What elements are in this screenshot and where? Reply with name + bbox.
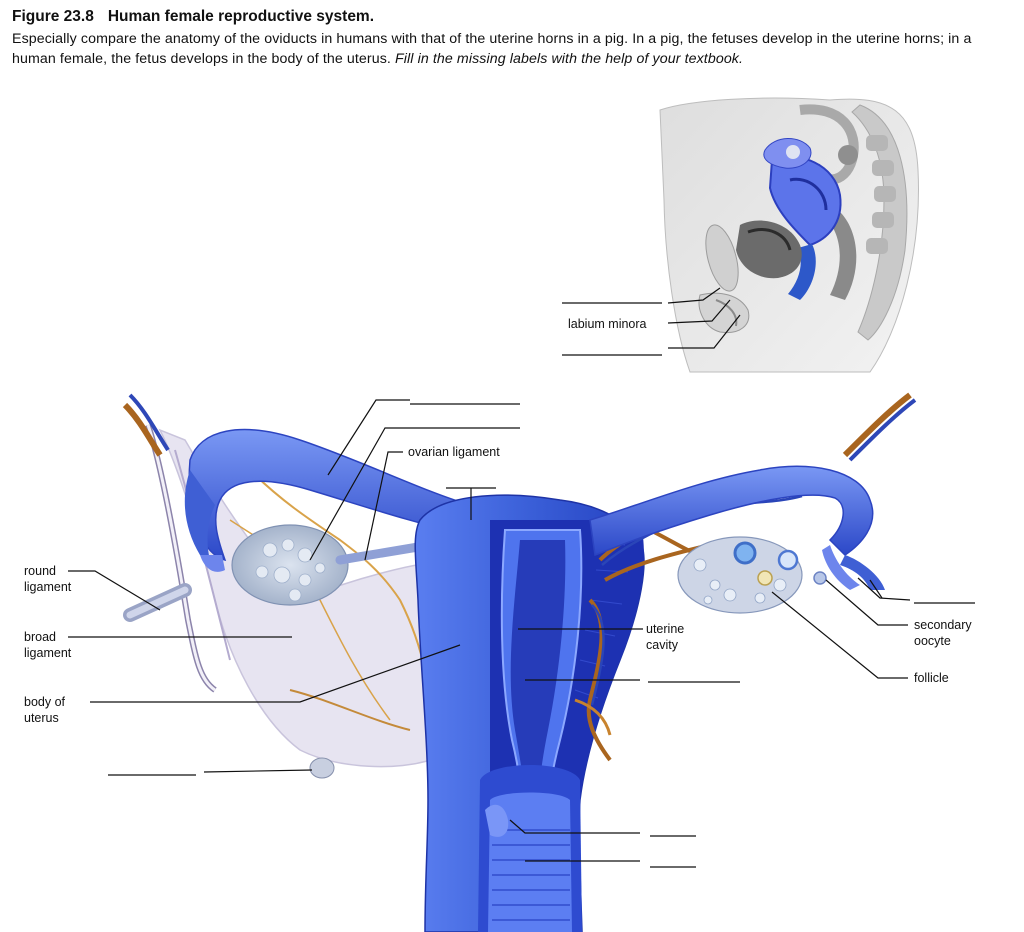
figure-caption: Figure 23.8 Human female reproductive sys… (12, 8, 1002, 69)
label-ovarian-ligament: ovarian ligament (408, 445, 500, 459)
sagittal-section-inset (562, 97, 919, 373)
label-broad-ligament: broad ligament (24, 629, 71, 661)
label-round-ligament: round ligament (24, 563, 71, 595)
label-broad-ligament-line1: broad (24, 630, 56, 644)
figure-description: Especially compare the anatomy of the ov… (12, 29, 1002, 69)
label-round-ligament-line1: round (24, 564, 56, 578)
label-body-of-uterus-line1: body of (24, 695, 66, 709)
label-secondary-oocyte: secondary oocyte (914, 617, 972, 649)
label-uterine-cavity: uterine cavity (646, 621, 684, 653)
leader-ovarian-ligament (364, 451, 403, 561)
label-uterine-cavity-line2: cavity (646, 638, 678, 652)
label-round-ligament-line2: ligament (24, 580, 72, 594)
figure-title: Figure 23.8 Human female reproductive sys… (12, 8, 1002, 26)
figure-number: Figure 23.8 (12, 8, 94, 25)
label-uterine-cavity-line1: uterine (646, 622, 685, 636)
leader-blank-2 (309, 427, 408, 561)
label-body-of-uterus: body of uterus (24, 694, 65, 726)
label-secondary-oocyte-line2: oocyte (914, 634, 951, 648)
label-broad-ligament-line2: ligament (24, 646, 72, 660)
figure-description-text: Especially compare the anatomy of the ov… (12, 31, 972, 67)
frontal-view (122, 392, 917, 932)
label-follicle: follicle (914, 671, 949, 685)
figure-title-text: Human female reproductive system. (107, 8, 375, 25)
label-body-of-uterus-line2: uterus (24, 711, 59, 725)
label-labium-minora: labium minora (568, 317, 647, 331)
leader-lines (68, 399, 975, 868)
label-secondary-oocyte-line1: secondary (914, 618, 972, 632)
figure-instruction: Fill in the missing labels with the help… (395, 51, 744, 67)
leader-blank-1 (327, 399, 410, 476)
